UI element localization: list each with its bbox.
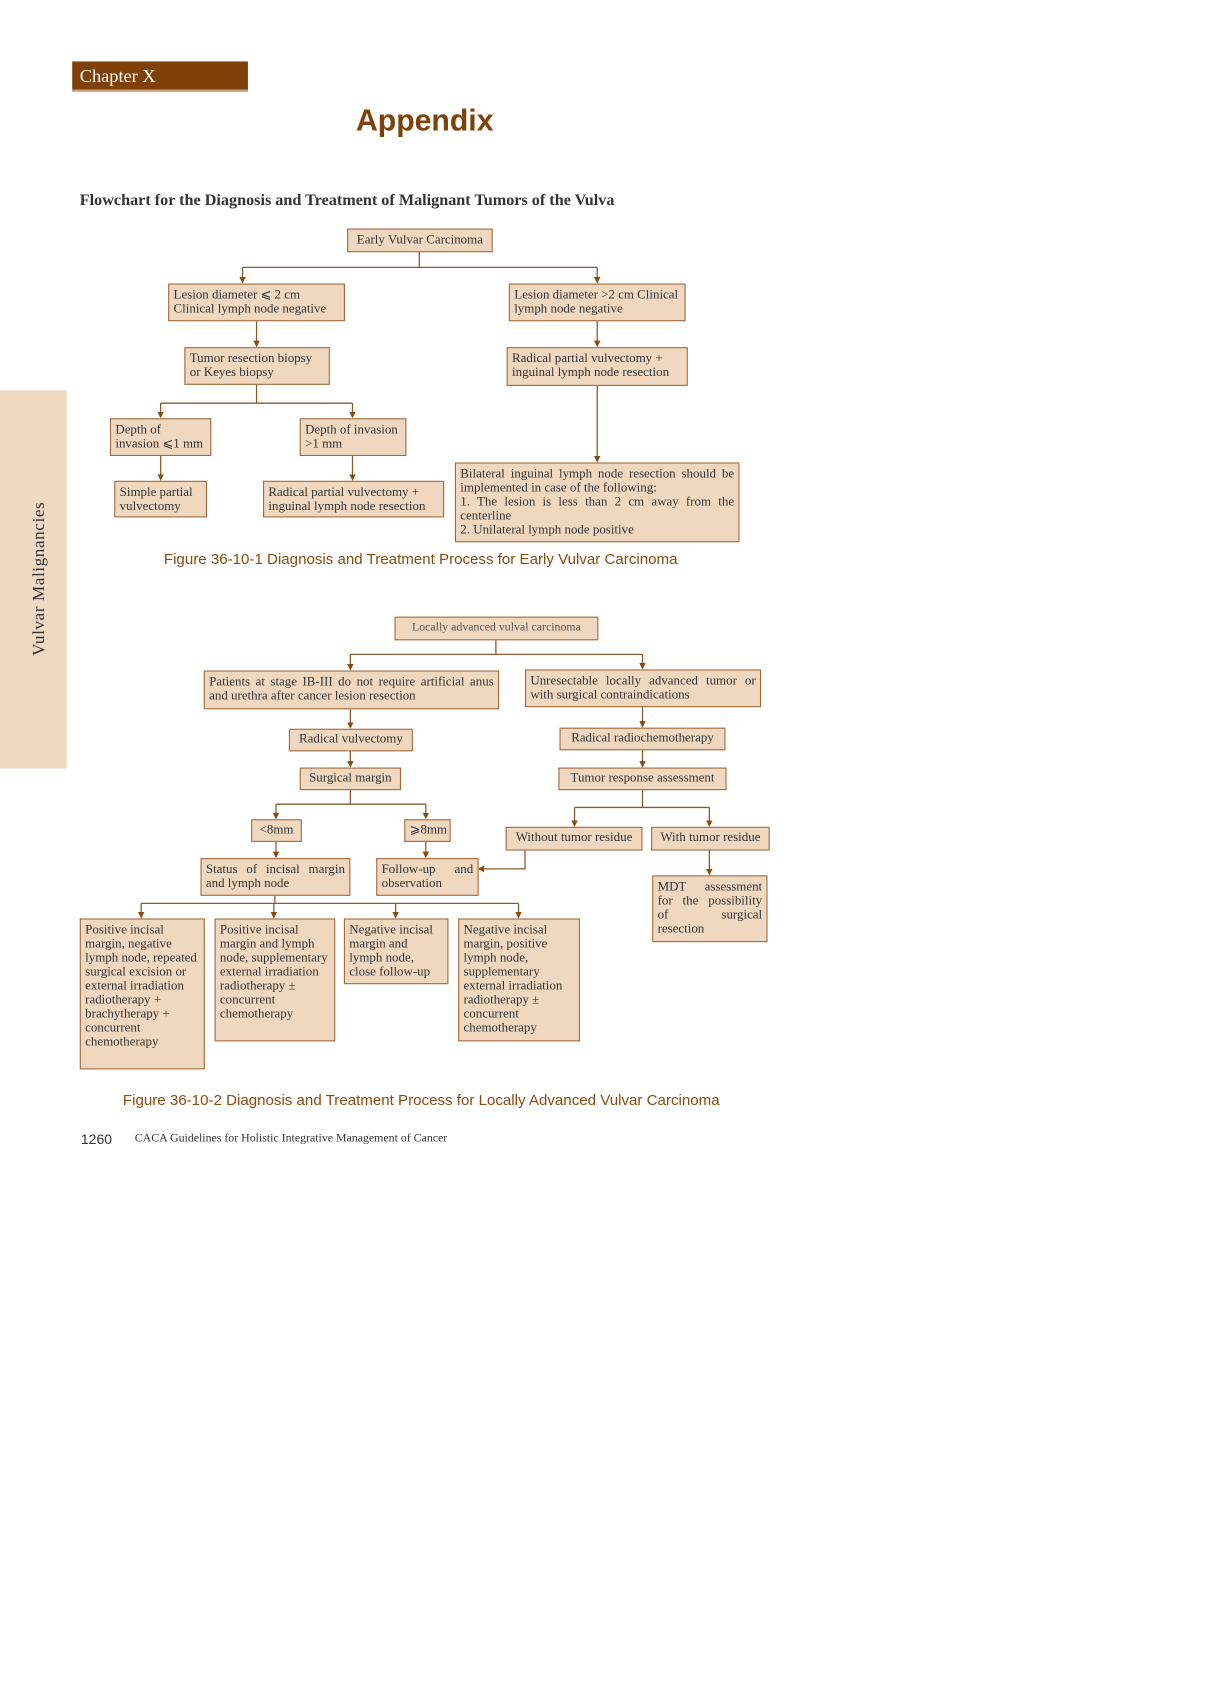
node-depth-gt-1mm: Depth of invasion >1 mm — [299, 418, 407, 456]
figure1-caption: Figure 36-10-1 Diagnosis and Treatment P… — [163, 549, 678, 568]
chapter-label: Chapter X — [72, 61, 248, 92]
node-status-incisal: Status of incisal margin and lymph node — [200, 858, 351, 896]
node-ge-8mm: ⩾8mm — [404, 819, 451, 842]
section-title: Flowchart for the Diagnosis and Treatmen… — [79, 191, 615, 210]
node-outcome-3: Negative incisal margin and lymph node, … — [343, 918, 449, 985]
bilateral-condition-1: 1. The lesion is less than 2 cm away fro… — [460, 493, 735, 523]
node-outcome-4: Negative incisal margin, positive lymph … — [458, 918, 580, 1042]
node-radical-partial-left: Radical partial vulvectomy + inguinal ly… — [263, 480, 445, 518]
node-lesion-gt-2cm: Lesion diameter >2 cm Clinical lymph nod… — [508, 283, 686, 322]
page-heading: Appendix — [355, 103, 494, 137]
node-bilateral-resection: Bilateral inguinal lymph node resection … — [454, 462, 740, 543]
node-locally-advanced: Locally advanced vulval carcinoma — [394, 616, 599, 641]
node-radical-partial-right: Radical partial vulvectomy + inguinal ly… — [506, 347, 688, 386]
page-number: 1260 — [80, 1130, 113, 1147]
node-lt-8mm: <8mm — [251, 819, 302, 842]
node-follow-up: Follow-up and observation — [376, 858, 479, 896]
flowchart-connectors — [137, 251, 713, 919]
node-lesion-le-2cm: Lesion diameter ⩽ 2 cm Clinical lymph no… — [168, 283, 345, 322]
node-stage-ib-iii: Patients at stage IB-III do not require … — [203, 670, 500, 710]
figure2-caption: Figure 36-10-2 Diagnosis and Treatment P… — [122, 1090, 720, 1109]
node-surgical-margin: Surgical margin — [299, 767, 402, 791]
node-outcome-1: Positive incisal margin, negative lymph … — [79, 918, 205, 1070]
node-early-vulvar-carcinoma: Early Vulvar Carcinoma — [347, 228, 493, 253]
node-without-residue: Without tumor residue — [505, 826, 643, 851]
side-tab — [0, 390, 67, 769]
node-radiochemotherapy: Radical radiochemotherapy — [559, 727, 726, 751]
node-radical-vulvectomy: Radical vulvectomy — [288, 728, 413, 752]
node-simple-partial: Simple partial vulvectomy — [114, 480, 207, 518]
bilateral-condition-2: 2. Unilateral lymph node positive — [460, 521, 634, 537]
node-outcome-2: Positive incisal margin and lymph node, … — [214, 918, 336, 1042]
footer-text: CACA Guidelines for Holistic Integrative… — [134, 1131, 448, 1145]
node-mdt: MDT assessment for the possibility of su… — [652, 875, 768, 943]
bilateral-text: Bilateral inguinal lymph node resection … — [460, 465, 735, 495]
node-unresectable: Unresectable locally advanced tumor or w… — [524, 669, 762, 708]
node-depth-le-1mm: Depth of invasion ⩽1 mm — [109, 418, 212, 456]
node-biopsy: Tumor resection biopsy or Keyes biopsy — [184, 347, 330, 385]
node-with-residue: With tumor residue — [651, 826, 770, 851]
node-tumor-response: Tumor response assessment — [558, 767, 727, 791]
